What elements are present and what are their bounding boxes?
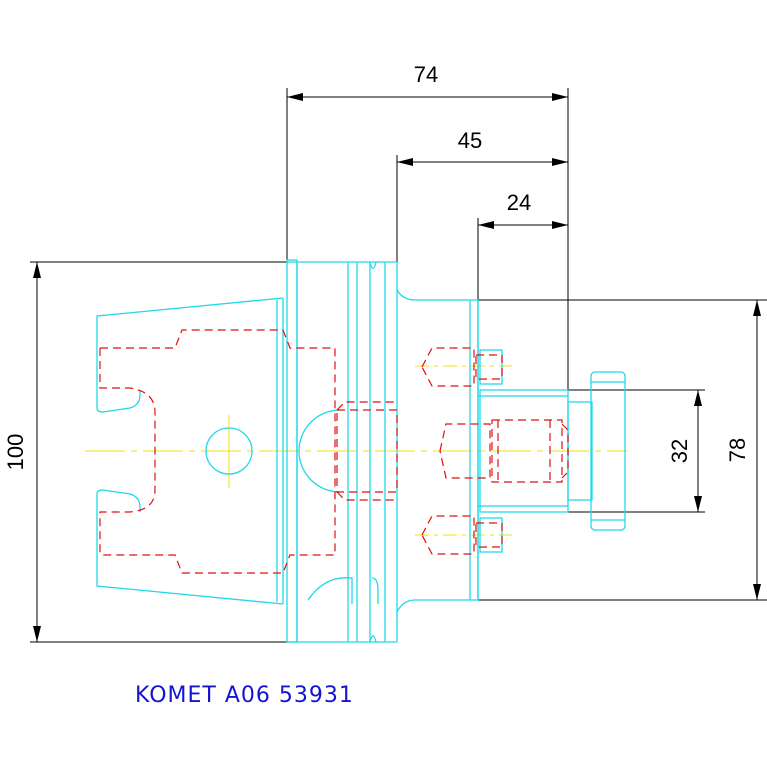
tool-outline xyxy=(96,259,626,643)
dim-label-24: 24 xyxy=(507,190,531,215)
dim-label-32: 32 xyxy=(667,439,692,463)
dim-label-100: 100 xyxy=(3,434,28,471)
dim-label-74: 74 xyxy=(414,62,438,87)
hidden-lines xyxy=(99,329,569,574)
drawing-caption: KOMET A06 53931 xyxy=(135,683,354,708)
dim-label-78: 78 xyxy=(725,438,750,462)
dimension-lines xyxy=(30,88,767,643)
dim-label-45: 45 xyxy=(458,128,482,153)
